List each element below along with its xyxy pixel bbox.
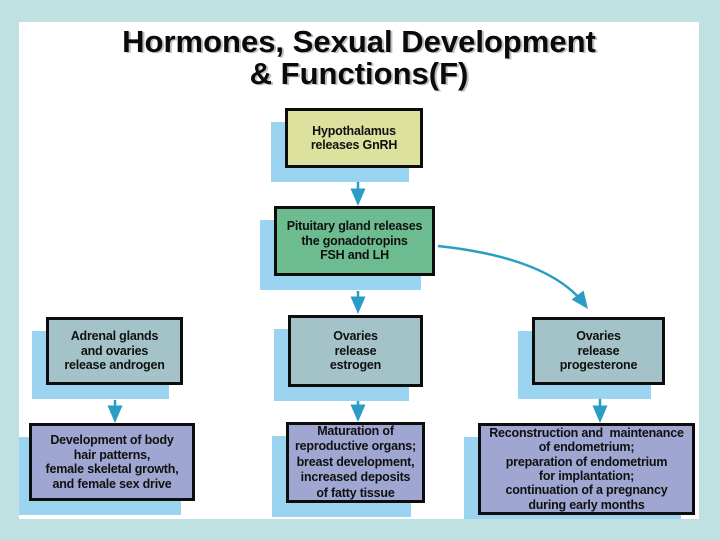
slide: Hormones, Sexual Development & Functions… [19,22,699,519]
node-ovaries-progesterone: Ovaries release progesterone [532,317,665,385]
node-maturation-effects-label: Maturation of reproductive organs; breas… [294,423,417,500]
node-adrenal-glands: Adrenal glands and ovaries release andro… [46,317,183,385]
node-ovaries-progesterone-label: Ovaries release progesterone [559,329,638,373]
node-reconstruction-effects-label: Reconstruction and maintenance of endome… [489,425,684,512]
node-reconstruction-effects: Reconstruction and maintenance of endome… [478,423,695,515]
node-hypothalamus: Hypothalamus releases GnRH [285,108,423,168]
node-pituitary-label: Pituitary gland releases the gonadotropi… [286,219,423,263]
node-ovaries-estrogen-label: Ovaries release estrogen [329,329,382,373]
node-development-effects: Development of body hair patterns, femal… [29,423,195,501]
node-ovaries-estrogen: Ovaries release estrogen [288,315,423,387]
node-maturation-effects: Maturation of reproductive organs; breas… [286,422,425,503]
node-adrenal-glands-label: Adrenal glands and ovaries release andro… [64,329,165,373]
arrow-pituitary-to-progesterone-icon [437,244,588,310]
node-development-effects-label: Development of body hair patterns, femal… [45,433,179,491]
node-hypothalamus-label: Hypothalamus releases GnRH [310,123,398,153]
node-pituitary: Pituitary gland releases the gonadotropi… [274,206,435,276]
slide-title: Hormones, Sexual Development & Functions… [122,24,596,92]
